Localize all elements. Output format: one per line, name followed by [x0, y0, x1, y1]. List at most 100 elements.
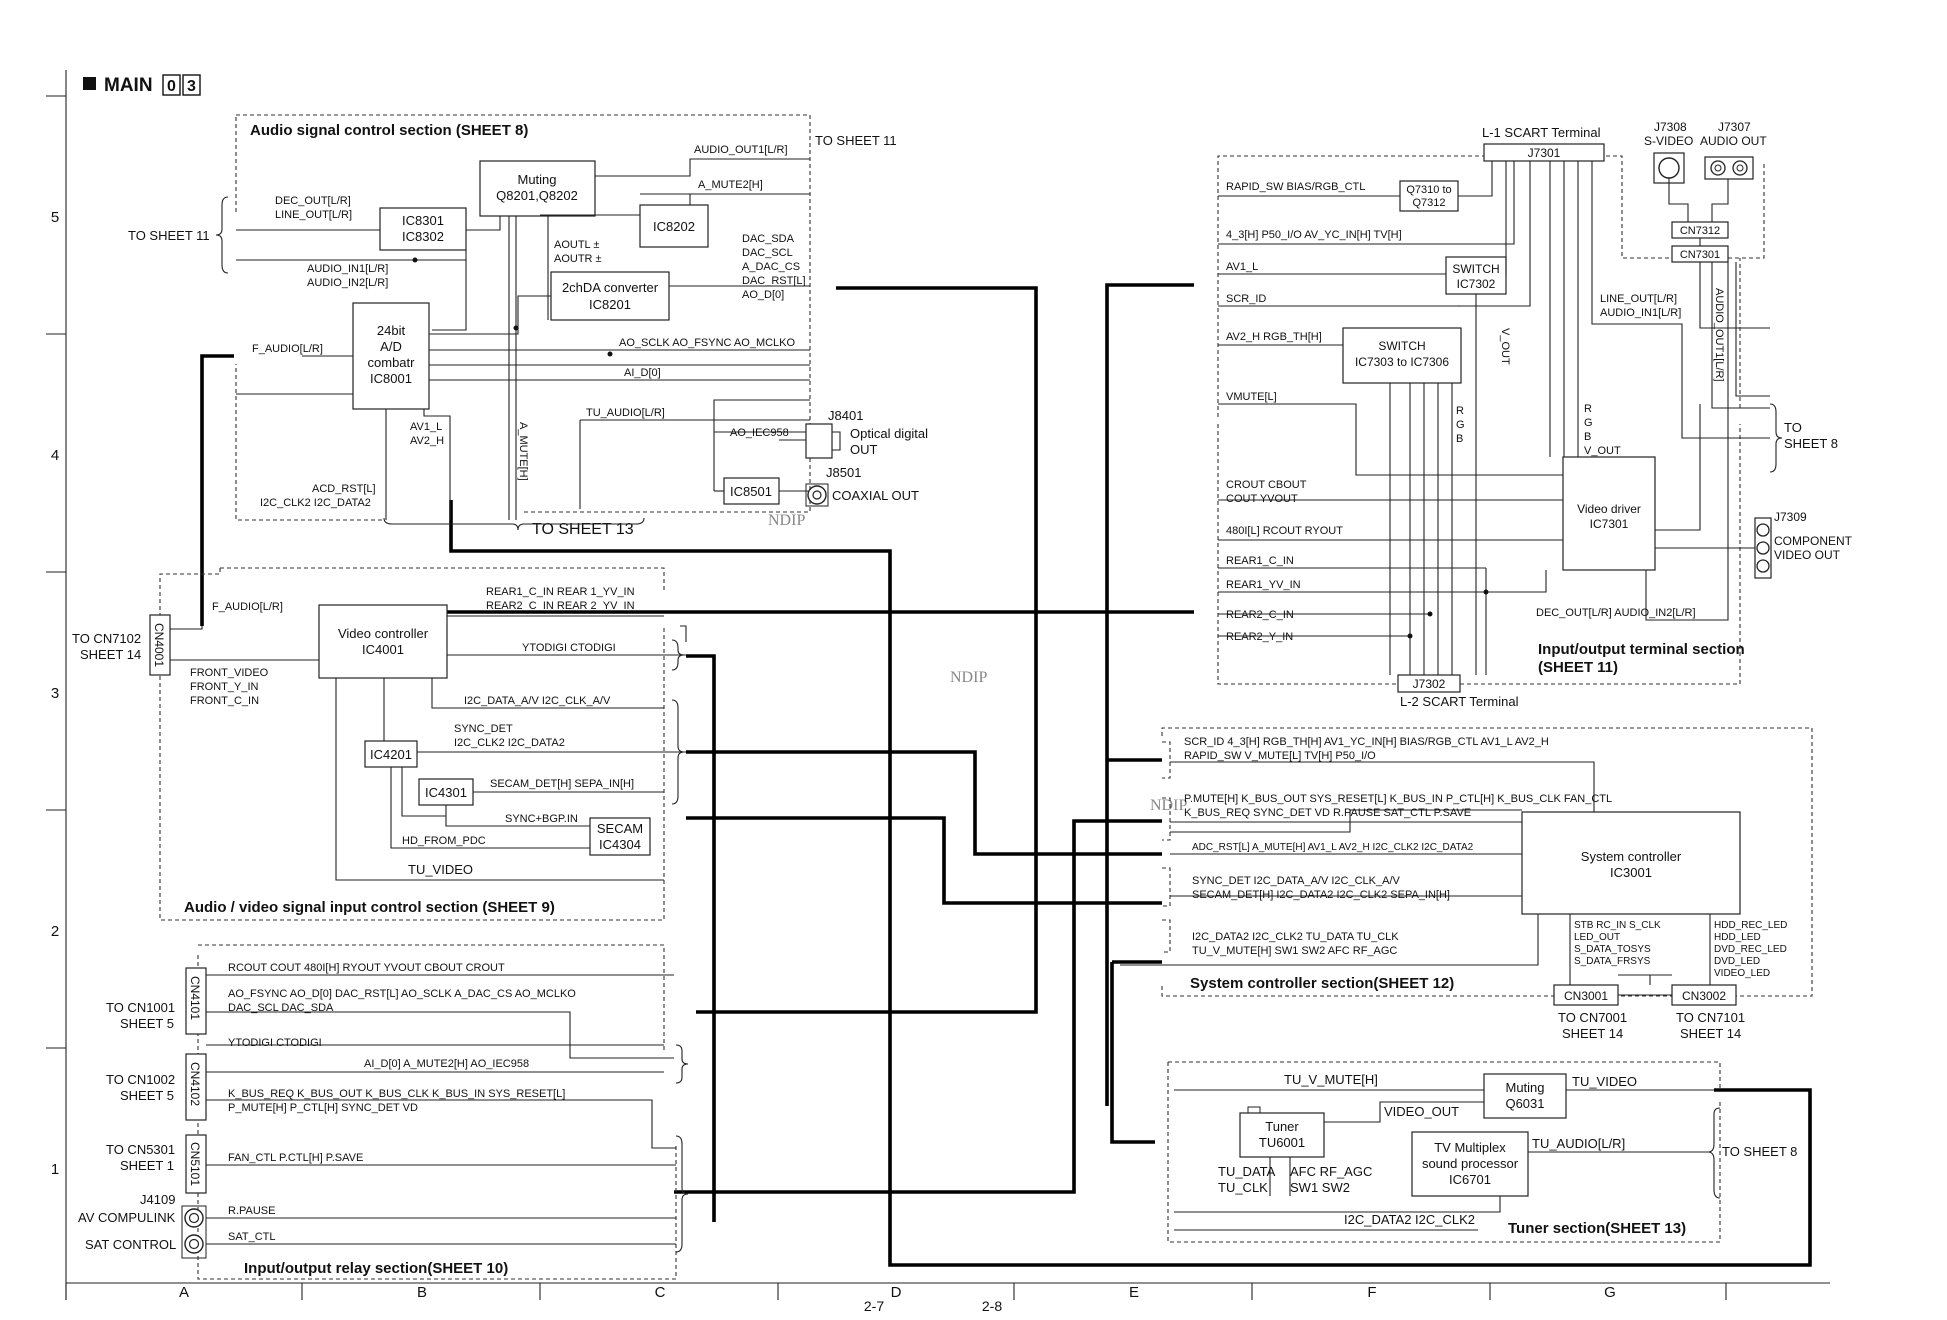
signal-afc-t: AFC RF_AGC	[1290, 1164, 1372, 1179]
signal-fan-ctl: FAN_CTL P.CTL[H] P.SAVE	[228, 1152, 363, 1164]
signal-pmute-sys: P.MUTE[H] K_BUS_OUT SYS_RESET[L] K_BUS_I…	[1184, 793, 1612, 805]
audio-section-title: Audio signal control section (SHEET 8)	[250, 122, 528, 139]
sysctrl-ref: IC3001	[1610, 865, 1652, 880]
signal-ytodigi-relay: YTODIGI CTODIGI	[228, 1037, 322, 1049]
signal-dvd-rec: DVD_REC_LED	[1714, 944, 1787, 955]
signal-audio-out1: AUDIO_OUT1[L/R]	[694, 144, 788, 156]
ic4201-ref: IC4201	[370, 747, 412, 762]
optical-out-label-2: OUT	[850, 442, 878, 457]
io-section-sheet: (SHEET 11)	[1538, 659, 1618, 676]
signal-p-mute: P_MUTE[H] P_CTL[H] SYNC_DET VD	[228, 1102, 418, 1114]
signal-video-out-t: VIDEO_OUT	[1384, 1104, 1459, 1119]
signal-dec-out-io: DEC_OUT[L/R] AUDIO_IN2[L/R]	[1536, 607, 1696, 619]
col-label-g: G	[1604, 1284, 1616, 1301]
signal-s-data-tosys: S_DATA_TOSYS	[1574, 944, 1651, 955]
j4109-label: J4109	[140, 1192, 175, 1207]
sat-control-label: SAT CONTROL	[85, 1237, 176, 1252]
to-cn1001-label: TO CN1001	[106, 1000, 175, 1015]
signal-secam-det: SECAM_DET[H] SEPA_IN[H]	[490, 778, 634, 790]
adc-ref: IC8001	[370, 371, 412, 386]
cn7301-label: CN7301	[1680, 249, 1720, 261]
signal-aoutr: AOUTR ±	[554, 253, 602, 265]
signal-tu-clk-t: TU_CLK	[1218, 1180, 1268, 1195]
header-square-icon	[83, 77, 96, 90]
signal-sw-t: SW1 SW2	[1290, 1180, 1350, 1195]
to-cn7101-sheet: SHEET 14	[1680, 1026, 1741, 1041]
page-number-right: 2-8	[982, 1298, 1002, 1314]
signal-av2-h-rgb: AV2_H RGB_TH[H]	[1226, 331, 1322, 343]
signal-i2c-data-av: I2C_DATA_A/V I2C_CLK_A/V	[464, 695, 611, 707]
signal-crout: CROUT CBOUT	[1226, 479, 1307, 491]
signal-sync-bgp: SYNC+BGP.IN	[505, 813, 578, 825]
to-cn7101-label: TO CN7101	[1676, 1010, 1745, 1025]
signal-ao-d0: AO_D[0]	[742, 289, 784, 301]
secam-name: SECAM	[597, 821, 643, 836]
signal-ao-fsync: AO_FSYNC AO_D[0] DAC_RST[L] AO_SCLK A_DA…	[228, 988, 576, 1000]
signal-audio-in2: AUDIO_IN2[L/R]	[307, 277, 388, 289]
signal-sync-det-sys: SYNC_DET I2C_DATA_A/V I2C_CLK_A/V	[1192, 875, 1401, 887]
l1-scart-label: L-1 SCART Terminal	[1482, 125, 1601, 140]
signal-dec-out: DEC_OUT[L/R]	[275, 195, 351, 207]
ic8501-ref: IC8501	[730, 484, 772, 499]
tv-mpx-ref: IC6701	[1449, 1172, 1491, 1187]
to-cn7102-sheet: SHEET 14	[80, 647, 141, 662]
relay-section: Input/output relay section(SHEET 10) CN4…	[78, 944, 689, 1280]
q7310-name: Q7310 to	[1406, 184, 1451, 196]
to-cn5301-label: TO CN5301	[106, 1142, 175, 1157]
signal-stb: STB RC_IN S_CLK	[1574, 920, 1661, 931]
col-label-c: C	[655, 1284, 666, 1301]
signal-43: 4_3[H] P50_I/O AV_YC_IN[H] TV[H]	[1226, 229, 1402, 241]
cn4101-label: CN4101	[188, 976, 202, 1020]
signal-vv: V_OUT	[1584, 445, 1621, 457]
tuner-section: Tuner section(SHEET 13) Muting Q6031 Tun…	[1167, 1061, 1797, 1243]
page-header: MAIN 0 3	[83, 74, 201, 96]
switch7303-name: SWITCH	[1378, 339, 1425, 353]
io-section-title: Input/output terminal section	[1538, 641, 1745, 658]
signal-bv: B	[1584, 431, 1591, 443]
signal-g: G	[1456, 419, 1465, 431]
col-label-d: D	[891, 1284, 902, 1301]
cn4001-label: CN4001	[152, 623, 166, 667]
dac-name: 2chDA converter	[562, 280, 659, 295]
signal-i2c-clk2: I2C_CLK2 I2C_DATA2	[260, 497, 371, 509]
signal-av1-l: AV1_L	[410, 421, 442, 433]
av-input-section-title: Audio / video signal input control secti…	[184, 899, 555, 916]
page-number-left: 2-7	[864, 1298, 884, 1314]
row-label-1: 1	[51, 1161, 59, 1178]
signal-a-mute-h: A_MUTE[H]	[517, 422, 529, 481]
watermark: NDIP	[1150, 797, 1187, 814]
sysctrl-name: System controller	[1581, 849, 1682, 864]
j7308-label: J7308	[1654, 120, 1687, 134]
signal-i2c-t: I2C_DATA2 I2C_CLK2	[1344, 1212, 1475, 1227]
signal-r-pause: R.PAUSE	[228, 1205, 275, 1217]
syscon-section-title: System controller section(SHEET 12)	[1190, 975, 1454, 992]
adc-type: A/D	[380, 339, 402, 354]
to-sheet-8-sheet: SHEET 8	[1784, 436, 1838, 451]
signal-ao-iec958: AO_IEC958	[730, 427, 789, 439]
signal-audio-in1: AUDIO_IN1[L/R]	[307, 263, 388, 275]
signal-r: R	[1456, 405, 1464, 417]
signal-front-y: FRONT_Y_IN	[190, 681, 259, 693]
j8401-label: J8401	[828, 408, 863, 423]
muting-q6031-name: Muting	[1505, 1080, 1544, 1095]
signal-dac-scl: DAC_SCL	[742, 247, 793, 259]
signal-tu-video-t: TU_VIDEO	[1572, 1074, 1637, 1089]
signal-vmute: VMUTE[L]	[1226, 391, 1277, 403]
j7307-label: J7307	[1718, 120, 1751, 134]
signal-secam-det-sys: SECAM_DET[H] I2C_DATA2 I2C_CLK2 SEPA_IN[…	[1192, 889, 1450, 901]
signal-sat-ctl: SAT_CTL	[228, 1231, 275, 1243]
col-label-a: A	[179, 1284, 189, 1301]
signal-rapid-sw: RAPID_SW BIAS/RGB_CTL	[1226, 181, 1365, 193]
signal-a-mute2: A_MUTE2[H]	[698, 179, 763, 191]
signal-ytodigi: YTODIGI CTODIGI	[522, 642, 616, 654]
tuner-name: Tuner	[1265, 1119, 1299, 1134]
row-label-4: 4	[51, 447, 59, 464]
header-code-digit-1: 0	[167, 78, 176, 95]
adc-bits: 24bit	[377, 323, 406, 338]
signal-b: B	[1456, 433, 1463, 445]
signal-f-audio: F_AUDIO[L/R]	[252, 343, 323, 355]
to-cn5301-sheet: SHEET 1	[120, 1158, 174, 1173]
j7301-label: J7301	[1528, 146, 1561, 160]
signal-i2c-tu: I2C_DATA2 I2C_CLK2 TU_DATA TU_CLK	[1192, 931, 1399, 943]
